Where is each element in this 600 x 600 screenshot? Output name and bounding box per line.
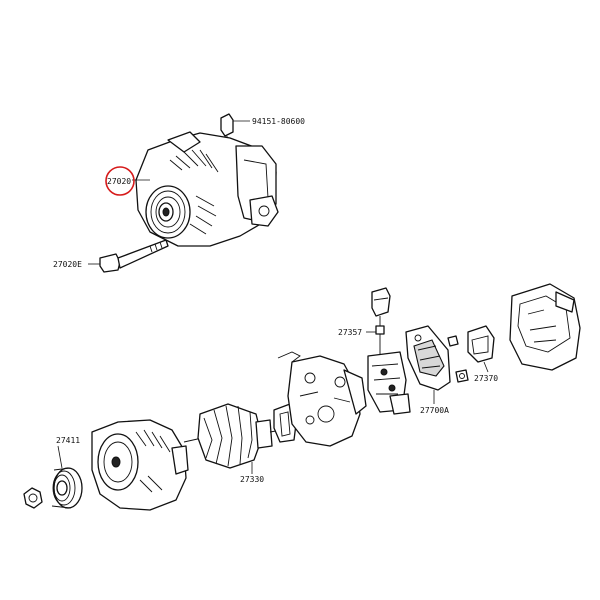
label-bolt-top: 94151-80600	[252, 117, 305, 126]
rear-housing	[277, 351, 367, 447]
rotor	[183, 403, 283, 474]
rectifier	[367, 351, 411, 415]
through-bolt	[99, 239, 169, 273]
alternator-assembly	[135, 113, 279, 247]
front-housing	[91, 419, 189, 511]
terminal-post	[366, 287, 391, 358]
pulley-nut	[23, 487, 43, 509]
regulator	[405, 325, 451, 404]
pulley	[51, 467, 83, 509]
label-alternator: 27020	[107, 177, 131, 186]
label-brush-holder: 27370	[474, 374, 498, 383]
label-through-bolt: 27020E	[53, 260, 82, 269]
label-rotor: 27330	[240, 475, 264, 484]
brush-holder	[467, 325, 495, 373]
rear-end-cover	[509, 283, 581, 371]
highlight-circle	[105, 166, 135, 196]
label-pulley: 27411	[56, 436, 80, 445]
label-terminal: 27357	[338, 328, 362, 337]
small-screw	[447, 335, 469, 383]
label-regulator: 27700A	[420, 406, 449, 415]
